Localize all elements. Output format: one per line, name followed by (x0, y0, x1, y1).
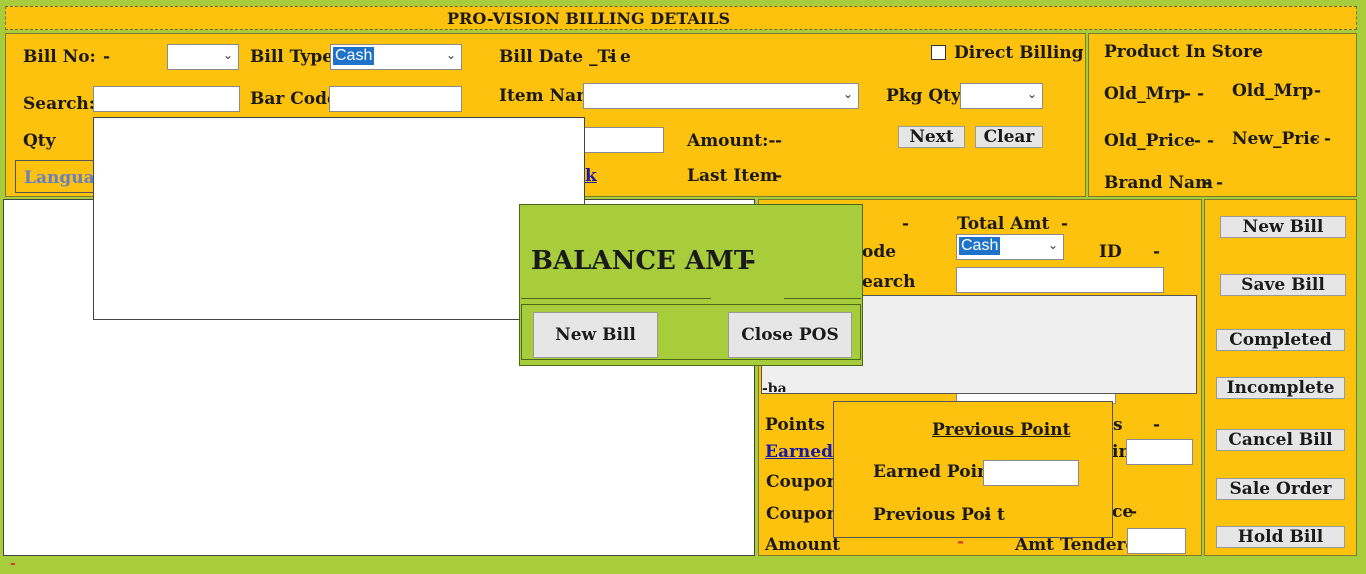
old-price-value: - - (1194, 131, 1215, 151)
previous-point-label: Previous Poi (873, 505, 992, 525)
item-name-select[interactable]: ⌄ (583, 83, 859, 109)
bill-type-selected: Cash (333, 47, 375, 65)
id-label: ID (1099, 242, 1122, 262)
old-mrp-value: - - (1184, 84, 1205, 104)
clear-button[interactable]: Clear (975, 126, 1043, 148)
next-button[interactable]: Next (898, 126, 965, 148)
header-bar (5, 6, 1357, 30)
customer-search-label: earch (862, 272, 916, 292)
s-value: - (1153, 415, 1161, 435)
product-in-store-label: Product In Store (1104, 42, 1263, 62)
balance-value: - (745, 246, 756, 276)
old-mrp-label-2: Old_Mrp (1232, 81, 1314, 101)
redeem-input[interactable] (1126, 439, 1193, 465)
last-item-label: Last Item (687, 166, 778, 186)
chevron-down-icon: ⌄ (842, 87, 853, 101)
bill-type-label: Bill Type: (250, 47, 340, 67)
balance-button-bar (521, 304, 861, 360)
amount-label: Amount (765, 535, 841, 555)
new-price-value: - - (1311, 129, 1332, 149)
balance-title: BALANCE AMT (531, 246, 754, 276)
balance-divider-2 (784, 298, 861, 299)
payment-mode-select[interactable]: Cash ⌄ (956, 234, 1064, 260)
direct-billing-label: Direct Billing (954, 43, 1084, 63)
cancel-bill-button[interactable]: Cancel Bill (1216, 429, 1345, 451)
bill-date-label: Bill Date _Ti (499, 47, 617, 67)
hold-bill-button[interactable]: Hold Bill (1216, 526, 1345, 548)
footer-mark: - (10, 556, 16, 572)
chevron-down-icon: ⌄ (222, 48, 233, 62)
new-bill-button[interactable]: New Bill (1220, 216, 1346, 238)
customer-search-input[interactable] (956, 267, 1164, 293)
bill-no-label: Bill No: (23, 47, 96, 67)
save-bill-button[interactable]: Save Bill (1220, 274, 1346, 296)
old-mrp-label: Old_Mrp (1104, 84, 1186, 104)
bill-date-value: - e (607, 47, 631, 67)
bill-type-select[interactable]: Cash ⌄ (330, 44, 462, 70)
search-label: Search: (23, 94, 96, 114)
old-price-label: Old_Price (1104, 131, 1196, 151)
coupon-label-1: Coupon (766, 472, 839, 492)
payment-dash: - (902, 214, 910, 234)
id-value: - (1153, 242, 1161, 262)
search-input[interactable] (93, 86, 240, 112)
pkg-qty-select[interactable]: ⌄ (960, 83, 1043, 109)
earned-link[interactable]: Earned (765, 442, 833, 462)
ce-label: ce (1112, 502, 1134, 522)
bill-no-select[interactable]: ⌄ (167, 44, 239, 70)
old-mrp-value-2: - (1314, 81, 1322, 101)
qty-label: Qty (23, 131, 56, 151)
bar-code-label: Bar Code (250, 89, 338, 109)
language-label: Languag (24, 168, 107, 188)
k-link[interactable]: k (585, 166, 597, 186)
previous-point-title: Previous Point (932, 420, 1071, 440)
pkg-qty-label: Pkg Qty (886, 86, 961, 106)
payment-mode-selected: Cash (959, 237, 1001, 255)
brand-name-value: - - (1203, 173, 1224, 193)
coupon-label-2: Coupon (766, 504, 839, 524)
amount-value: - (957, 532, 965, 552)
total-amt-label: Total Amt (957, 214, 1050, 234)
earned-point-input[interactable] (983, 460, 1079, 486)
item-name-label: Item Nam (499, 86, 595, 106)
qty-input[interactable] (583, 127, 664, 153)
cut-label: -ba (762, 382, 787, 392)
total-amt-value: - (1061, 214, 1069, 234)
completed-button[interactable]: Completed (1216, 329, 1345, 351)
store-info-panel (1088, 33, 1357, 197)
new-price-label: New_Pric (1232, 129, 1321, 149)
amount-value: - (775, 131, 783, 151)
s-label: s (1113, 415, 1123, 435)
product-in-store-value: - (1253, 42, 1261, 62)
brand-name-label: Brand Nam (1104, 173, 1214, 193)
close-pos-button[interactable]: Close POS (728, 312, 852, 358)
payment-mode-label: ode (862, 242, 897, 262)
incomplete-button[interactable]: Incomplete (1216, 377, 1345, 399)
amount-label: Amount:- (687, 131, 776, 151)
page-title: PRO-VISION BILLING DETAILS (447, 9, 731, 28)
amt-tendered-input[interactable] (1127, 528, 1186, 554)
balance-divider (521, 298, 711, 299)
last-item-value: - (775, 166, 783, 186)
bar-code-input[interactable] (329, 86, 462, 112)
balance-new-bill-button[interactable]: New Bill (533, 312, 658, 358)
ce-value: - (1130, 502, 1138, 522)
chevron-down-icon: ⌄ (1047, 238, 1058, 252)
points-label: Points (765, 415, 825, 435)
earned-point-label: Earned Point (873, 462, 998, 482)
chevron-down-icon: ⌄ (445, 48, 456, 62)
previous-point-value: - t (984, 505, 1005, 525)
chevron-down-icon: ⌄ (1026, 87, 1037, 101)
sale-order-button[interactable]: Sale Order (1216, 478, 1345, 500)
amt-tendered-label: Amt Tendere (1015, 535, 1137, 555)
item-dropdown-list[interactable] (93, 117, 585, 320)
direct-billing-checkbox[interactable] (931, 45, 946, 60)
bill-no-value: - (103, 47, 111, 67)
